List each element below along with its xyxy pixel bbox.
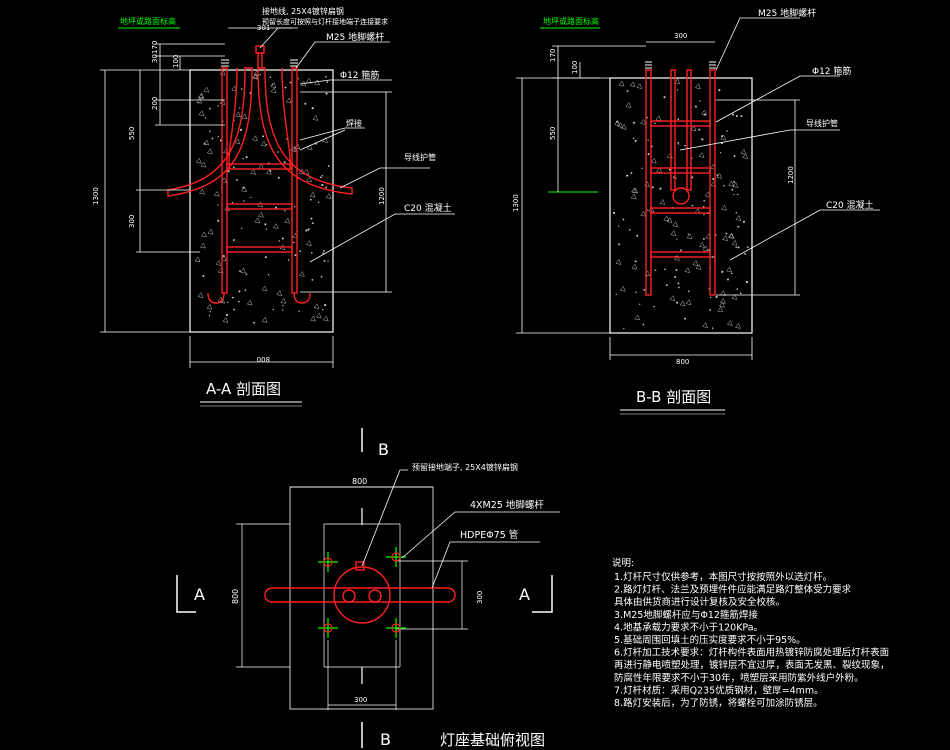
plan-callout-leaders [361, 469, 560, 589]
aa-title: A-A 剖面图 [206, 380, 281, 398]
note-line: 8.路灯安装后，为了防锈，将螺栓可加涂防锈层。 [614, 697, 823, 709]
plan-dim-800-top: 800 [352, 477, 367, 486]
bb-dim-1300: 1300 [512, 194, 520, 212]
bb-dim-550: 550 [549, 127, 557, 140]
plan-conduit [264, 561, 456, 624]
plan-dim-300-right: 300 [476, 591, 484, 604]
notes-heading: 说明: [612, 557, 634, 569]
aa-callout-weld: 焊接 [346, 118, 362, 128]
note-line: 2.路灯灯杆、法兰及预埋件件应能满足路灯整体受力要求 [614, 584, 852, 596]
aa-dimensions [100, 27, 392, 368]
aa-rebar-cage [167, 45, 353, 304]
aa-concrete-texture [194, 69, 332, 324]
bb-dim-300: 300 [674, 32, 687, 40]
bb-anchor-bolts [645, 61, 716, 69]
section-bb: 地坪或路面标高 [512, 7, 880, 415]
aa-dim-100: 100 [172, 55, 180, 68]
aa-callout-rebar: Φ12 箍筋 [340, 69, 379, 81]
bb-callout-leaders [679, 17, 880, 261]
section-markers [176, 428, 553, 748]
note-line: 7.灯杆材质：采用Q235优质钢材，壁厚=4mm。 [614, 684, 824, 696]
note-line: 6.灯杆加工技术要求：灯杆构件表面用热镀锌防腐处理后灯杆表面 [614, 647, 889, 659]
note-line: 1.灯杆尺寸仅供参考，本图尺寸按按照外以选灯杆。 [614, 571, 832, 583]
aa-callout-leaders [259, 27, 455, 263]
aa-dim-1200: 1200 [378, 187, 386, 205]
aa-dim-30: 30 [151, 54, 159, 63]
aa-concrete-block [189, 69, 334, 333]
plan-anchor-bolts [318, 508, 406, 684]
bb-concrete-block [609, 77, 753, 334]
bb-dim-100: 100 [571, 61, 579, 74]
aa-dim-800: 800 [257, 355, 270, 363]
note-line: 4.地基承载力要求不小于120KPa。 [614, 621, 763, 633]
aa-callout-concrete: C20 混凝土 [404, 202, 452, 214]
aa-callout-bolt: M25 地脚螺杆 [326, 31, 384, 43]
bb-callout-bolt: M25 地脚螺杆 [758, 7, 816, 19]
plan-callout-hdpe: HDPEΦ75 管 [460, 529, 518, 541]
aa-callout-ground-note: 预留长度可按照与灯杆接地端子连接要求 [262, 17, 388, 26]
note-line: 防腐性年限要求不小于30年，喷塑层采用防紫外线户外粉。 [614, 672, 864, 684]
aa-dim-1300: 1300 [92, 187, 100, 205]
plan-label-b-bottom: B [380, 730, 391, 749]
bb-callout-concrete: C20 混凝土 [826, 199, 874, 211]
plan-label-a-right: A [519, 585, 530, 604]
bb-title: B-B 剖面图 [636, 388, 711, 406]
note-line: 具体由供货商进行设计复核及安全校核。 [614, 596, 785, 608]
aa-dim-300: 300 [128, 215, 136, 228]
plan-label-b-top: B [378, 440, 389, 459]
bb-dim-800: 800 [676, 358, 689, 366]
aa-callout-ground: 接地线, 25X4镀锌扁钢 [262, 6, 344, 16]
notes-lines: 1.灯杆尺寸仅供参考，本图尺寸按按照外以选灯杆。2.路灯灯杆、法兰及预埋件件应能… [614, 571, 890, 709]
bb-callout-conduit: 导线护管 [806, 118, 838, 128]
aa-anchor-bolts [221, 59, 298, 67]
plan-dimensions [236, 486, 468, 710]
plan-dim-300-bottom: 300 [354, 696, 367, 704]
plan-label-a-left: A [194, 585, 205, 604]
aa-dim-301: 301 [257, 24, 270, 32]
note-line: 再进行静电喷塑处理，镀锌层不宜过厚，表面无发黑、裂纹现象， [614, 659, 890, 671]
aa-dim-550: 550 [128, 127, 136, 140]
plan-view: B B A A 800 800 300 300 [176, 428, 560, 749]
plan-dim-800-left: 800 [231, 589, 240, 604]
notes-block: 说明: 1.灯杆尺寸仅供参考，本图尺寸按按照外以选灯杆。2.路灯灯杆、法兰及预埋… [612, 557, 890, 709]
plan-callout-bolts: 4XM25 地脚螺杆 [470, 499, 544, 511]
bb-rebar-cage [645, 69, 716, 296]
section-aa: 地坪或路面标高 [92, 6, 455, 407]
note-line: 5.基础周围回填土的压实度要求不小于95%。 [614, 634, 806, 646]
bb-dim-170: 170 [549, 49, 557, 62]
bb-dim-1200: 1200 [787, 166, 795, 184]
bb-concrete-texture [612, 78, 749, 330]
bb-ground-label: 地坪或路面标高 [543, 16, 599, 26]
note-line: 3.M25地脚螺杆应与Φ12箍筋焊接 [614, 609, 758, 621]
aa-callout-conduit: 导线护管 [404, 152, 436, 162]
plan-title: 灯座基础俯视图 [440, 731, 545, 749]
aa-dim-170: 170 [151, 41, 159, 54]
aa-ground-label: 地坪或路面标高 [120, 16, 176, 26]
bb-callout-rebar: Φ12 箍筋 [812, 65, 851, 77]
aa-dim-200: 200 [151, 97, 159, 110]
plan-callout-ground: 预留接地端子, 25X4镀锌扁钢 [412, 462, 518, 472]
bb-dimensions [516, 41, 800, 360]
